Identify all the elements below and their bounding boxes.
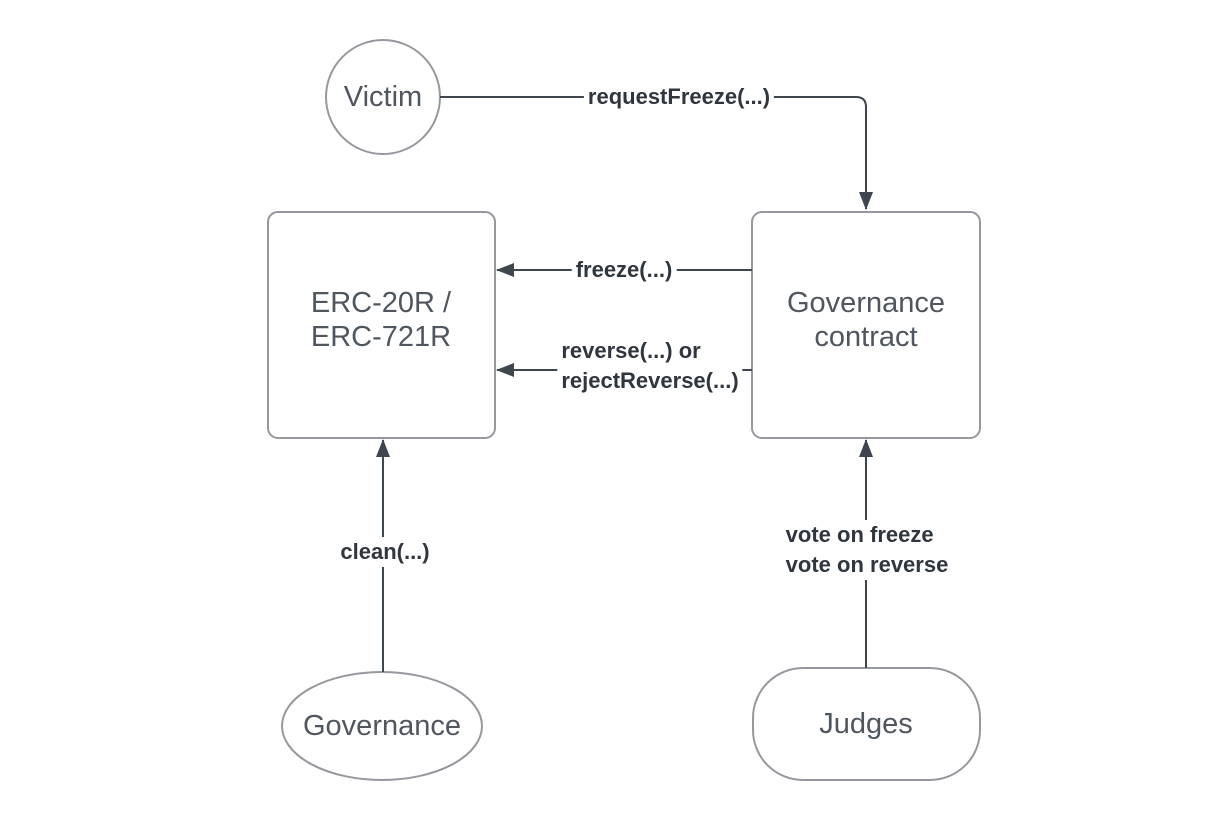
request-freeze-arrow-label: requestFreeze(...) — [583, 82, 775, 112]
erc-node-label: ERC-20R / ERC-721R — [310, 287, 452, 353]
freeze-arrow-label: freeze(...) — [571, 255, 677, 285]
governance-node-label: Governance — [303, 710, 461, 742]
governance-contract-node — [751, 211, 981, 439]
vote-arrow-label: vote on freeze vote on reverse — [781, 520, 953, 580]
request-freeze-arrow — [440, 96, 873, 210]
judges-node-label: Judges — [819, 708, 913, 740]
erc-node — [267, 211, 496, 439]
victim-node-label: Victim — [343, 81, 423, 113]
reverse-arrow-label: reverse(...) or rejectReverse(...) — [557, 336, 743, 396]
clean-arrow-label: clean(...) — [336, 537, 434, 567]
governance-contract-node-label: Governance contract — [787, 287, 945, 353]
